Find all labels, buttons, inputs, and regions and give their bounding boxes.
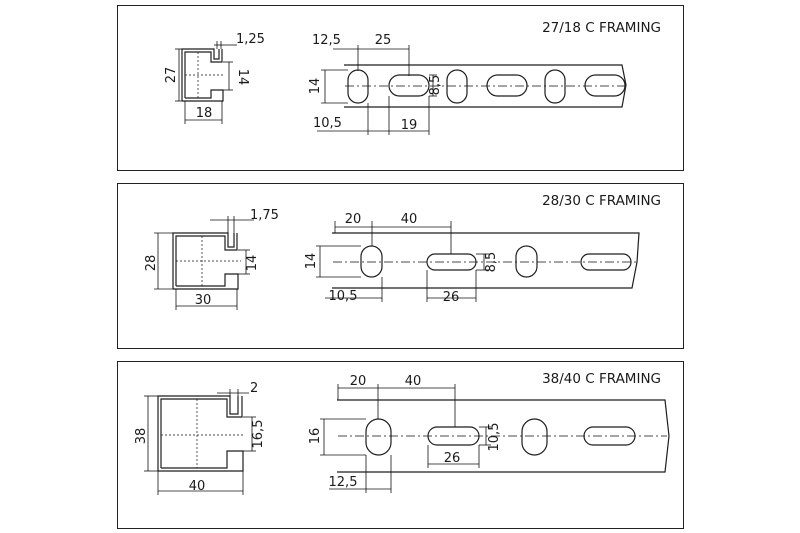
panel-frame (117, 5, 684, 171)
dim-slot-height: 8,5 (428, 75, 443, 96)
dim-pitch: 40 (405, 374, 422, 389)
dim-slot-length: 26 (444, 451, 461, 466)
dim-slot-length: 26 (443, 290, 460, 305)
panel-frame (117, 183, 684, 349)
dim-hole-offset: 10,5 (329, 289, 358, 304)
dim-lip: 14 (235, 69, 250, 86)
dim-edge-offset: 12,5 (312, 33, 341, 48)
dim-edge-offset: 20 (350, 374, 367, 389)
dim-height: 28 (144, 255, 159, 272)
panel-38-40-drawing: 38/40 C FRAMING 2 38 16,5 40 (117, 361, 684, 529)
section-profile (157, 395, 245, 472)
dim-width: 40 (189, 479, 206, 494)
panel-title: 28/30 C FRAMING (542, 193, 661, 209)
section-dimensions (154, 216, 254, 310)
dim-height: 27 (164, 67, 179, 84)
strip-outline (337, 399, 670, 473)
panel-28-30-drawing: 28/30 C FRAMING 1,75 28 14 30 (117, 183, 684, 349)
dim-pitch: 40 (401, 212, 418, 227)
strip-outline (344, 64, 627, 108)
dim-width: 18 (196, 106, 213, 121)
dim-hole-width: 16 (308, 428, 323, 445)
dim-slot-height: 10,5 (487, 423, 502, 452)
dim-thickness: 2 (250, 381, 258, 396)
dim-hole-offset: 10,5 (313, 116, 342, 131)
section-dimensions (144, 389, 256, 495)
dim-hole-offset: 12,5 (329, 475, 358, 490)
strip-dimensions (320, 384, 491, 493)
panel-28-30: 28/30 C FRAMING 1,75 28 14 30 (117, 183, 684, 349)
dim-lip: 16,5 (251, 420, 266, 449)
panel-27-18: 27/18 C FRAMING (117, 5, 684, 171)
strip-dimensions (316, 221, 489, 302)
dim-hole-width: 14 (304, 253, 319, 270)
panel-title: 27/18 C FRAMING (542, 20, 661, 36)
panel-38-40: 38/40 C FRAMING 2 38 16,5 40 (117, 361, 684, 529)
strip-outline (332, 232, 640, 289)
panel-frame (117, 361, 684, 529)
dim-height: 38 (134, 428, 149, 445)
strip-dimensions (317, 45, 437, 135)
panel-27-18-drawing: 27/18 C FRAMING (117, 5, 684, 171)
dim-width: 30 (195, 293, 212, 308)
panel-title: 38/40 C FRAMING (542, 371, 661, 387)
dim-pitch: 25 (375, 33, 392, 48)
section-dimensions (175, 41, 237, 124)
dim-slot-length: 19 (401, 118, 418, 133)
dim-edge-offset: 20 (345, 212, 362, 227)
dim-lip: 14 (245, 255, 260, 272)
dim-slot-height: 8,5 (484, 252, 499, 273)
section-profile (172, 232, 241, 290)
dim-hole-width: 14 (308, 78, 323, 95)
dim-thickness: 1,25 (236, 32, 265, 47)
section-profile (181, 48, 225, 102)
dim-thickness: 1,75 (250, 208, 279, 223)
